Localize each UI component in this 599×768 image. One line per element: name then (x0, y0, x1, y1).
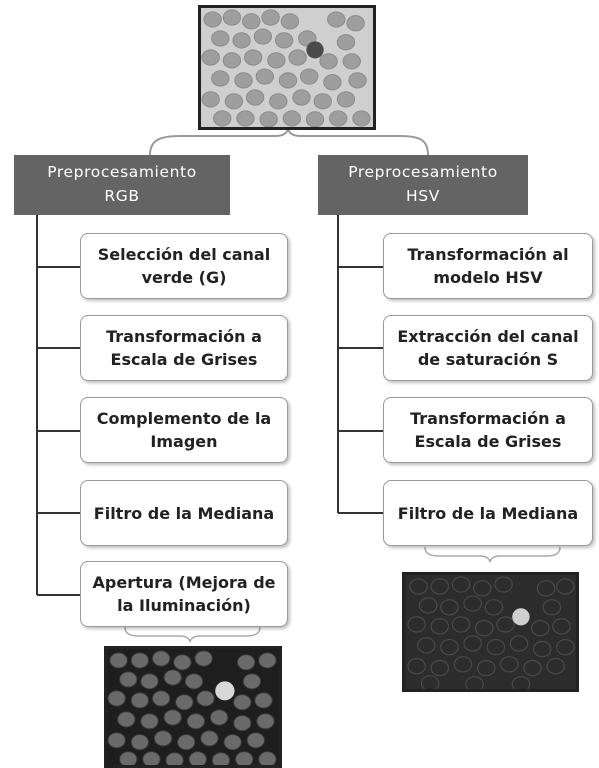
rgb-branch-header: Preprocesamiento RGB (14, 155, 230, 215)
rgb-step-grayscale: Transformación a Escala de Grises (80, 315, 288, 381)
top-fork-bracket (149, 126, 429, 156)
hsv-step-saturation-channel: Extracción del canal de saturación S (383, 315, 593, 381)
rgb-output-bracket (124, 626, 261, 643)
hsv-output-image (402, 572, 579, 692)
hsv-output-bracket (424, 546, 561, 563)
rgb-step-green-channel: Selección del canal verde (G) (80, 233, 288, 299)
rgb-output-image (104, 646, 282, 768)
rgb-step-median-filter: Filtro de la Mediana (80, 480, 288, 546)
rgb-step-opening: Apertura (Mejora de la Iluminación) (80, 561, 288, 627)
hsv-step-median-filter: Filtro de la Mediana (383, 480, 593, 546)
hsv-branch-header: Preprocesamiento HSV (318, 155, 528, 215)
input-blood-smear-image (198, 5, 376, 130)
hsv-step-grayscale: Transformación a Escala de Grises (383, 397, 593, 463)
hsv-step-hsv-model: Transformación al modelo HSV (383, 233, 593, 299)
rgb-step-complement: Complemento de la Imagen (80, 397, 288, 463)
